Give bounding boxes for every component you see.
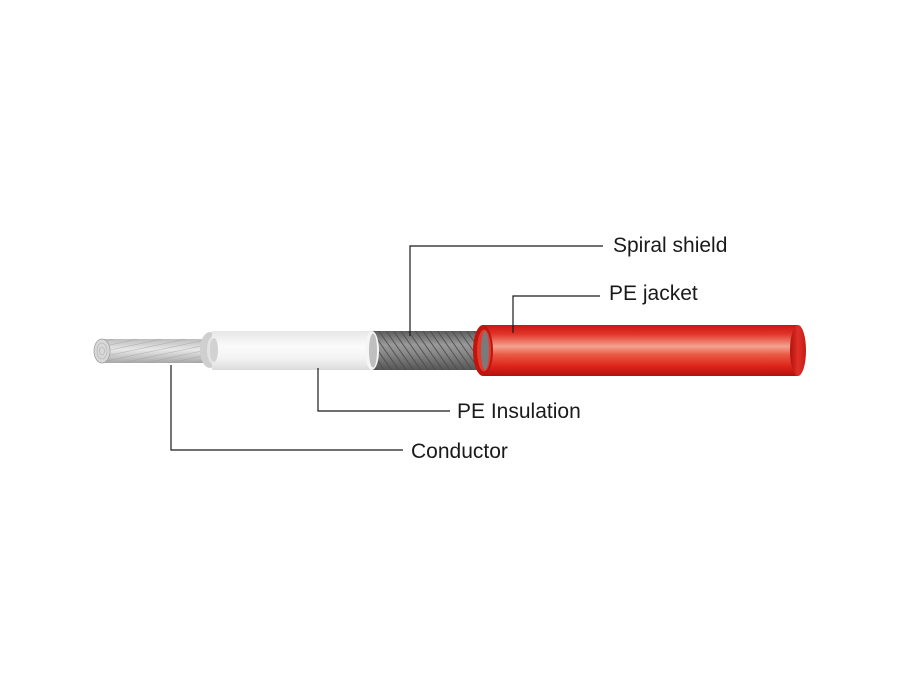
spiral-shield — [365, 331, 484, 370]
leader-lines — [170, 245, 603, 451]
conductor-strands — [93, 338, 215, 364]
label-pe-insulation: PE Insulation — [457, 400, 581, 423]
label-spiral-shield: Spiral shield — [613, 234, 728, 257]
label-conductor: Conductor — [411, 440, 508, 463]
leader-conductor — [170, 365, 403, 451]
pe-insulation — [200, 331, 372, 370]
leader-pe-jacket — [512, 295, 600, 333]
pe-jacket — [473, 325, 806, 376]
leader-pe-insulation — [317, 368, 450, 412]
leader-spiral-shield — [409, 245, 603, 336]
label-pe-jacket: PE jacket — [609, 282, 698, 305]
